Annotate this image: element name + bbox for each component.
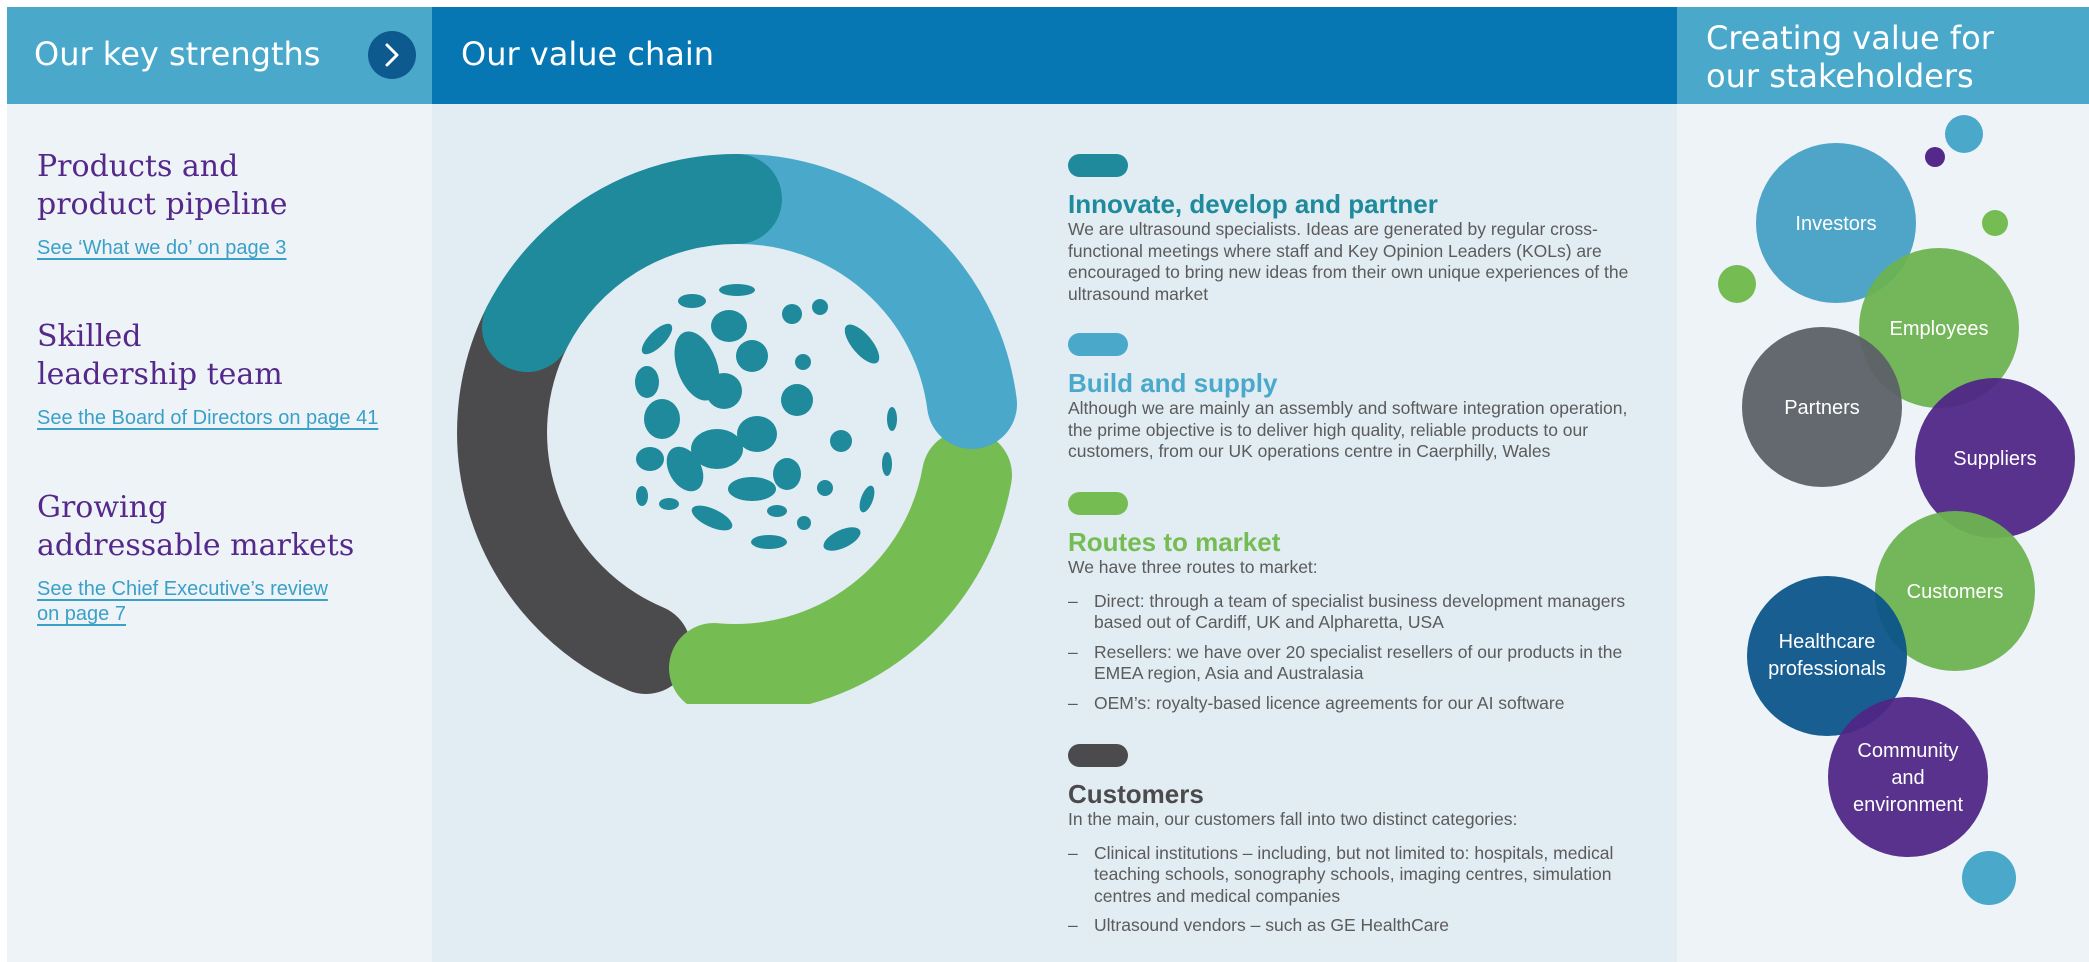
build-title: Build and supply — [1068, 368, 1278, 398]
bubble-label-healthcare-line2: professionals — [1768, 658, 1886, 680]
stakeholder-bubbles: Investors Employees Partners Suppliers C… — [1718, 115, 2075, 905]
strength-link-ce-review[interactable]: See the Chief Executive’s review on page… — [37, 577, 417, 627]
strength-title-line2: product pipeline — [37, 187, 288, 222]
key-strengths-header: Our key strengths — [7, 7, 432, 104]
strength-title-line1: Products and — [37, 149, 239, 184]
globe-icon — [635, 284, 897, 551]
key-strengths-panel: Products and product pipeline See ‘What … — [7, 104, 432, 962]
list-item: Resellers: we have over 20 specialist re… — [1068, 642, 1648, 685]
value-chain-innovate: Innovate, develop and partner We are ult… — [1068, 154, 1648, 305]
strength-markets: Growing addressable markets See the Chie… — [37, 489, 417, 627]
build-text: Although we are mainly an assembly and s… — [1068, 398, 1628, 461]
strength-title: Growing addressable markets — [37, 489, 417, 565]
customers-list: Clinical institutions – including, but n… — [1068, 843, 1648, 937]
stakeholders-title-line2: our stakeholders — [1706, 57, 1974, 95]
strength-title-line2: leadership team — [37, 357, 283, 392]
list-item: OEM’s: royalty-based licence agreements … — [1068, 693, 1648, 715]
bubble-label-community-line3: environment — [1853, 794, 1964, 816]
list-item: Direct: through a team of specialist bus… — [1068, 591, 1648, 634]
strength-title-line2: addressable markets — [37, 528, 355, 563]
link-line2: on page 7 — [37, 603, 126, 625]
bubble-label-investors: Investors — [1795, 213, 1876, 235]
decor-dot — [1962, 851, 2016, 905]
routes-title: Routes to market — [1068, 527, 1281, 557]
routes-text: We have three routes to market: — [1068, 557, 1318, 577]
bubble-healthcare — [1747, 576, 1907, 736]
link-line1: See the Chief Executive’s review — [37, 578, 328, 600]
decor-dot — [1945, 115, 1983, 153]
value-chain-title: Our value chain — [461, 35, 715, 73]
decor-dot — [1718, 265, 1756, 303]
list-item: Clinical institutions – including, but n… — [1068, 843, 1648, 908]
innovate-title: Innovate, develop and partner — [1068, 189, 1438, 219]
strength-link-what-we-do[interactable]: See ‘What we do’ on page 3 — [37, 237, 287, 259]
value-chain-routes: Routes to market We have three routes to… — [1068, 492, 1648, 722]
decor-dot — [1925, 147, 1945, 167]
bubble-label-customers: Customers — [1907, 581, 2004, 603]
list-item: Ultrasound vendors – such as GE HealthCa… — [1068, 915, 1648, 937]
pill-icon — [1068, 154, 1128, 177]
value-chain-build: Build and supply Although we are mainly … — [1068, 333, 1648, 463]
strength-title-line1: Growing — [37, 490, 168, 525]
strength-title: Skilled leadership team — [37, 318, 417, 394]
strength-title: Products and product pipeline — [37, 148, 417, 224]
bubble-suppliers — [1915, 378, 2075, 538]
bubble-investors — [1756, 143, 1916, 303]
bubble-partners — [1742, 327, 1902, 487]
bubble-community — [1828, 697, 1988, 857]
ring-segment-innovate — [482, 153, 782, 372]
stakeholders-header: Creating value for our stakeholders — [1677, 7, 2089, 104]
value-chain-customers: Customers In the main, our customers fal… — [1068, 744, 1648, 945]
value-chain-header: Our value chain — [432, 7, 2085, 104]
stakeholders-title-line1: Creating value for — [1706, 19, 1994, 57]
value-chain-ring-diagram — [457, 153, 1017, 704]
key-strengths-title: Our key strengths — [34, 35, 321, 73]
bubble-label-partners: Partners — [1784, 397, 1860, 419]
bubble-label-healthcare-line1: Healthcare — [1779, 631, 1876, 653]
stakeholders-panel: Investors Employees Partners Suppliers C… — [1677, 104, 2089, 962]
pill-icon — [1068, 492, 1128, 515]
ring-segment-routes — [669, 430, 1012, 704]
strength-products: Products and product pipeline See ‘What … — [37, 148, 417, 261]
ring-segment-build — [692, 153, 1017, 449]
value-chain-panel: Innovate, develop and partner We are ult… — [432, 104, 1677, 962]
pill-icon — [1068, 333, 1128, 356]
key-strengths-next-button[interactable] — [368, 31, 416, 79]
bubble-label-suppliers: Suppliers — [1953, 448, 2036, 470]
strength-leadership: Skilled leadership team See the Board of… — [37, 318, 417, 431]
customers-text: In the main, our customers fall into two… — [1068, 809, 1518, 829]
strength-link-board[interactable]: See the Board of Directors on page 41 — [37, 407, 379, 429]
strength-title-line1: Skilled — [37, 319, 142, 354]
ring-segment-customers — [457, 282, 691, 694]
stakeholders-title: Creating value for our stakeholders — [1706, 19, 1994, 95]
pill-icon — [1068, 744, 1128, 767]
customers-title: Customers — [1068, 779, 1204, 809]
bubble-label-employees: Employees — [1890, 318, 1989, 340]
bubble-label-community-line2: and — [1891, 767, 1924, 789]
bubble-employees — [1859, 248, 2019, 408]
chevron-right-icon — [385, 43, 399, 67]
innovate-text: We are ultrasound specialists. Ideas are… — [1068, 219, 1629, 304]
bubble-customers — [1875, 511, 2035, 671]
routes-list: Direct: through a team of specialist bus… — [1068, 591, 1648, 715]
bubble-label-community-line1: Community — [1857, 740, 1958, 762]
decor-dot — [1982, 210, 2008, 236]
